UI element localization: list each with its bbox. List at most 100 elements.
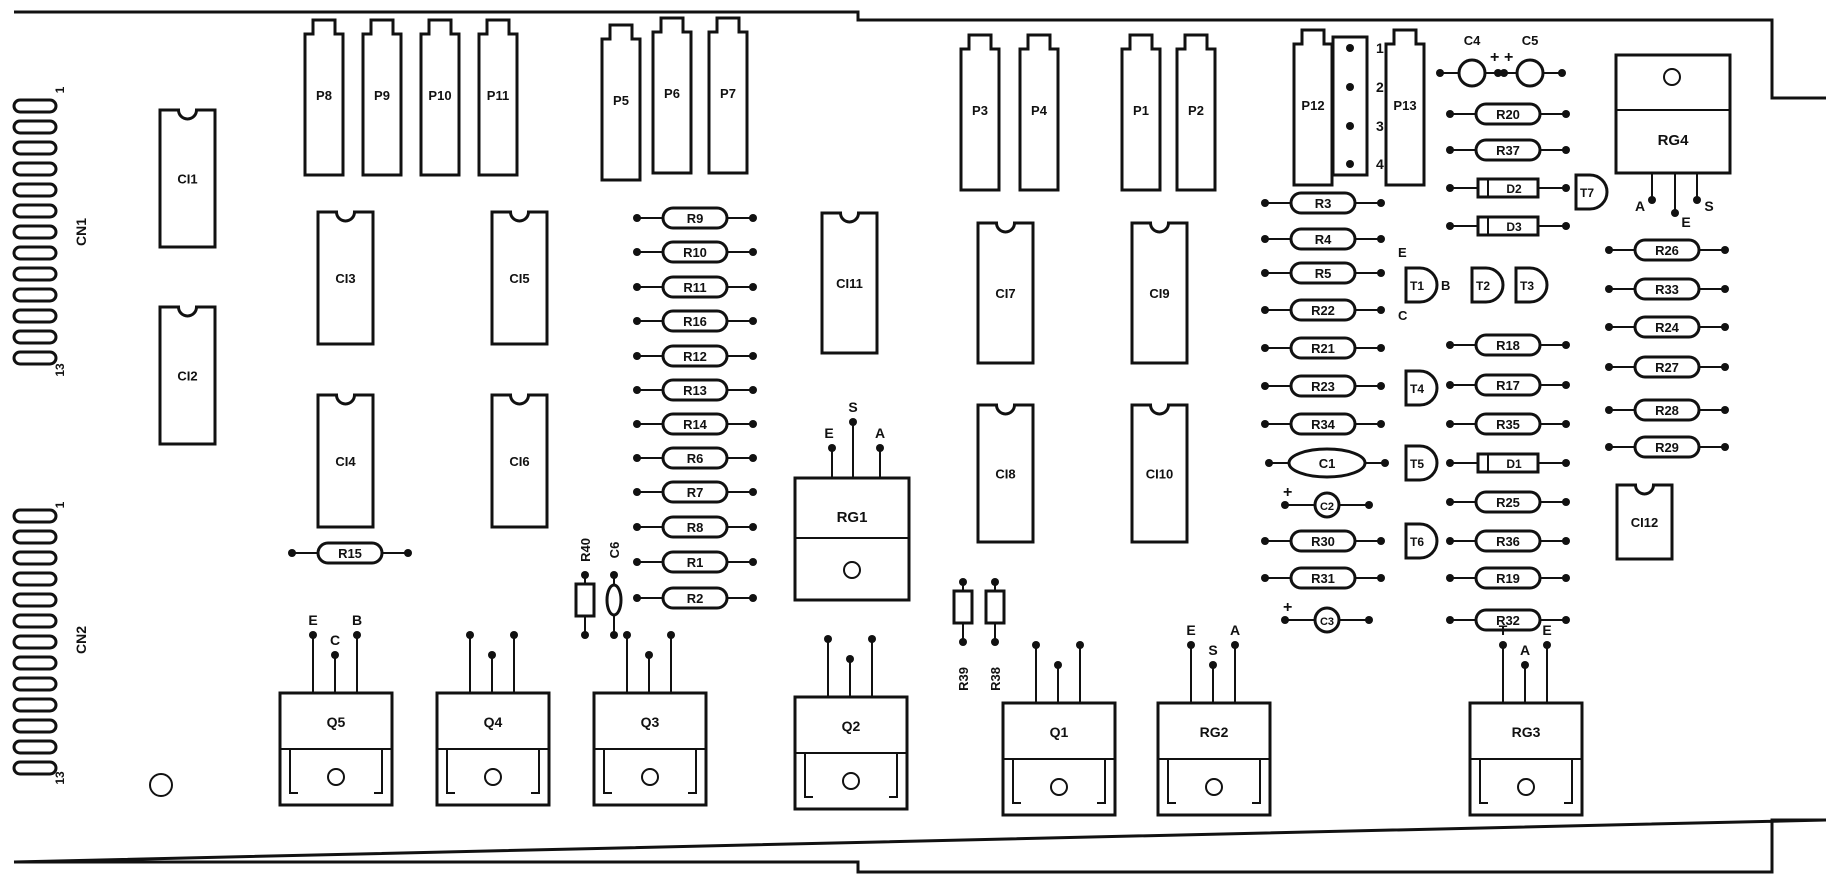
resistor-r33: R33 <box>1605 277 1729 301</box>
c3-plus-sign: + <box>1283 599 1292 616</box>
resistor-r31: R31 <box>1261 566 1385 590</box>
jumper-pin-4: 4 <box>1376 156 1384 172</box>
preset-label: P7 <box>720 86 736 101</box>
jumper-block: 1 2 3 4 <box>1331 35 1384 177</box>
resistor-r16: R16 <box>633 309 757 333</box>
preset-label: P13 <box>1393 98 1416 113</box>
rg4-label: RG4 <box>1658 132 1690 149</box>
power-device-label: Q4 <box>484 714 503 730</box>
resistor-label: R21 <box>1311 341 1335 356</box>
resistor-label: R5 <box>1315 266 1332 281</box>
preset-p10: P10 <box>419 18 461 177</box>
c2-plus-sign: + <box>1283 484 1292 501</box>
resistor-label: R1 <box>687 555 704 570</box>
resistor-r18: R18 <box>1446 333 1570 357</box>
pin-label: E <box>308 612 317 628</box>
resistor-r28: R28 <box>1605 398 1729 422</box>
pin-label: E <box>1542 622 1551 638</box>
resistor-label: R23 <box>1311 379 1335 394</box>
rg4-pin-s: S <box>1704 198 1713 214</box>
resistor-label: R18 <box>1496 338 1520 353</box>
transistor-label: T4 <box>1410 382 1424 396</box>
resistor-label: R19 <box>1496 571 1520 586</box>
rg1-pin-s: S <box>848 399 857 415</box>
transistor-t3: T3 <box>1514 266 1549 304</box>
cn1-label: CN1 <box>73 218 89 246</box>
ic-ci10: CI10 <box>1130 403 1189 544</box>
resistor-label: R37 <box>1496 143 1520 158</box>
preset-label: P10 <box>428 88 451 103</box>
part-label: C6 <box>607 542 622 559</box>
preset-p6: P6 <box>651 16 693 175</box>
power-device-label: RG2 <box>1200 724 1229 740</box>
pin-label: A <box>1520 642 1530 658</box>
ic-label: CI7 <box>995 286 1015 301</box>
power-device-q4: Q4 <box>435 631 551 807</box>
ic-label: CI3 <box>335 271 355 286</box>
resistor-r17: R17 <box>1446 373 1570 397</box>
capacitor-label: C4 <box>1464 33 1481 48</box>
resistor-r14: R14 <box>633 412 757 436</box>
power-device-q3: Q3 <box>592 631 708 807</box>
pin-label: B <box>352 612 362 628</box>
resistor-label: R22 <box>1311 303 1335 318</box>
part-c6: C6 <box>605 542 623 639</box>
preset-label: P11 <box>487 88 509 103</box>
resistor-r25: R25 <box>1446 490 1570 514</box>
rg4-pin-e: E <box>1681 214 1690 230</box>
ic-ci6: CI6 <box>490 393 549 529</box>
transistor-label: T3 <box>1520 279 1534 293</box>
preset-p11: P11 <box>477 18 519 177</box>
regulator-rg4: RG4 A E S <box>1614 53 1732 230</box>
capacitor-c5: C5 <box>1494 33 1566 88</box>
resistor-r29: R29 <box>1605 435 1729 459</box>
ic-label: CI5 <box>509 271 529 286</box>
resistor-label: R25 <box>1496 495 1520 510</box>
edge-connector-cn1 <box>12 98 58 366</box>
preset-label: P1 <box>1133 103 1149 118</box>
resistor-label: R11 <box>683 280 706 295</box>
capacitor-c3: C3 <box>1281 606 1373 634</box>
resistor-label: R28 <box>1655 403 1679 418</box>
resistor-label: R26 <box>1655 243 1679 258</box>
ic-label: CI11 <box>836 276 863 291</box>
capacitor-c2: C2 <box>1281 491 1373 519</box>
resistor-label: R15 <box>338 546 362 561</box>
jumper-pin-3: 3 <box>1376 118 1384 134</box>
resistor-label: R31 <box>1311 571 1335 586</box>
resistor-r3: R3 <box>1261 191 1385 215</box>
ic-label: CI2 <box>177 369 197 384</box>
c5-plus-sign: + <box>1504 49 1513 66</box>
resistor-label: R27 <box>1655 360 1679 375</box>
capacitor-label: C1 <box>1319 456 1336 471</box>
preset-p4: P4 <box>1018 33 1060 192</box>
preset-label: P9 <box>374 88 390 103</box>
transistor-t6: T6 <box>1404 522 1439 560</box>
resistor-r15: R15 <box>288 541 412 565</box>
transistor-label: T6 <box>1410 535 1424 549</box>
diode-label: D3 <box>1506 220 1522 234</box>
transistor-label: T2 <box>1476 279 1490 293</box>
preset-p1: P1 <box>1120 33 1162 192</box>
preset-label: P4 <box>1031 103 1048 118</box>
transistor-label: T1 <box>1410 279 1424 293</box>
t1-pin-b: B <box>1441 278 1450 293</box>
resistor-label: R8 <box>687 520 704 535</box>
power-device-q2: Q2 <box>793 635 909 811</box>
resistor-r26: R26 <box>1605 238 1729 262</box>
ic-ci12: CI12 <box>1615 483 1674 561</box>
preset-p2: P2 <box>1175 33 1217 192</box>
ic-ci9: CI9 <box>1130 221 1189 365</box>
resistor-label: R13 <box>683 383 707 398</box>
preset-label: P3 <box>972 103 988 118</box>
resistor-label: R20 <box>1496 107 1520 122</box>
resistor-label: R6 <box>687 451 704 466</box>
resistor-label: R24 <box>1655 320 1680 335</box>
resistor-r2: R2 <box>633 586 757 610</box>
resistor-r7: R7 <box>633 480 757 504</box>
capacitor-c1: C1 <box>1265 447 1389 479</box>
transistor-t4: T4 <box>1404 369 1439 407</box>
